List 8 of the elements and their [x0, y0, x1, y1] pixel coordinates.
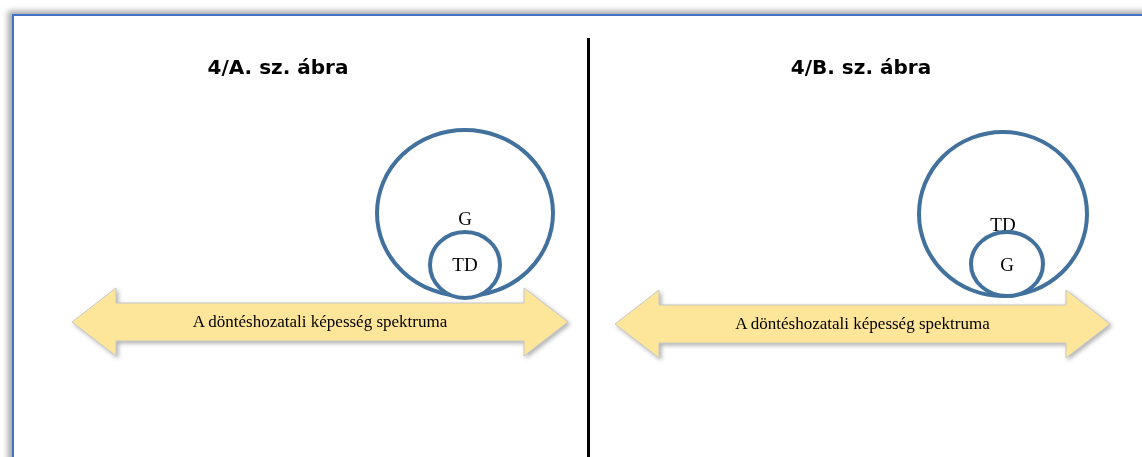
- figure-title: 4/A. sz. ábra: [207, 55, 349, 79]
- circle-label: G: [999, 254, 1015, 276]
- circle-label: TD: [989, 214, 1017, 236]
- figure-title: 4/B. sz. ábra: [790, 55, 932, 79]
- arrow-label: A döntéshozatali képesség spektruma: [191, 311, 449, 333]
- circle-label: G: [457, 208, 473, 230]
- arrow-label: A döntéshozatali képesség spektruma: [734, 313, 991, 335]
- circle-label: TD: [451, 254, 479, 276]
